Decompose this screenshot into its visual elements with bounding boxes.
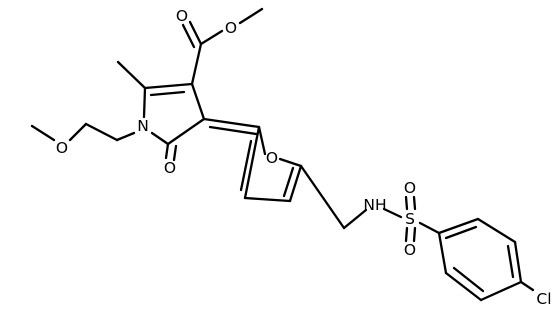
bond-furan-c4-c3	[243, 196, 292, 203]
atom-o-methoxy: O	[56, 139, 68, 157]
bond-exocyclic-double-a	[202, 117, 261, 129]
bond-o-methoxy-ch3	[30, 124, 56, 142]
bond-aryl-c-cl	[519, 280, 535, 292]
bond-s-o-top-b	[412, 195, 417, 211]
atom-o-ester-carbonyl: O	[176, 7, 188, 25]
atom-n-sulfonamide: NH	[363, 196, 386, 214]
bond-c5-o-double-b	[172, 144, 178, 162]
bond-ring-n-c5	[150, 131, 170, 146]
bond-aryl-5-6	[476, 217, 517, 244]
atom-o-ester-ether: O	[225, 19, 237, 37]
bond-nh-s	[382, 207, 403, 219]
bond-methyl-ester-o	[238, 7, 264, 25]
bond-aryl-1-2	[437, 231, 448, 275]
atom-o-sulfonyl-bottom: O	[404, 241, 416, 259]
bond-furan-c5-c4-double-b	[282, 166, 295, 198]
atom-o-furan: O	[266, 149, 278, 167]
bond-furan-o-c5	[278, 157, 303, 168]
atom-labels: O O N O O O NH S O O Cl	[56, 7, 552, 308]
bond-aryl-6-1-double-a	[437, 217, 480, 235]
bond-ring-c3-c4	[190, 82, 206, 121]
bond-s-aryl	[418, 221, 441, 235]
bond-aryl-4-5-double-b	[506, 244, 515, 279]
bond-ester-c-ring-c	[190, 42, 203, 86]
bond-exocyclic-double-b	[208, 125, 258, 136]
bonds	[30, 7, 535, 302]
bond-aryl-3-4	[479, 280, 523, 302]
bond-n-ch2	[115, 131, 136, 142]
bond-ch2-ch2	[84, 122, 119, 142]
atom-n-pyrrole: N	[137, 117, 149, 135]
bond-furan-c3-c2-double-a	[243, 125, 261, 200]
atom-cl-chloro: Cl	[536, 290, 551, 308]
bond-ester-c-o-double-a	[188, 20, 203, 46]
bond-furan-c3-c2-double-b	[239, 139, 253, 192]
bond-aryl-2-3-double-a	[444, 271, 483, 302]
bond-s-o-bottom-a	[404, 226, 409, 243]
bond-ring-c5-c4	[166, 117, 206, 146]
bond-ring-c3-c2-double-b	[149, 90, 186, 97]
bond-ester-o-carbonyl-c	[199, 29, 224, 46]
bond-ester-c-o-double-b	[181, 23, 196, 49]
bond-ch2-o-methoxy	[68, 122, 88, 142]
bond-aryl-4-5-double-a	[513, 240, 523, 284]
bond-ring-c3-c2-double-a	[143, 82, 194, 90]
bond-furan-c5-ch2	[299, 164, 346, 230]
bond-s-o-top-a	[404, 195, 409, 211]
bond-ring-c2-methyl	[116, 60, 147, 90]
bond-c5-o-double-a	[164, 142, 170, 160]
atom-o-lactam: O	[164, 159, 176, 177]
bond-aryl-6-1-double-b	[444, 225, 478, 240]
bond-ring-c2-n	[142, 86, 147, 119]
bond-furan-c5-c4-double-a	[288, 164, 303, 203]
atom-s-sulfonyl: S	[405, 210, 415, 228]
bond-ch2-nh	[342, 208, 368, 230]
bond-furan-c2-o	[257, 125, 267, 156]
bond-s-o-bottom-b	[412, 226, 417, 243]
bond-aryl-2-3-double-b	[452, 266, 485, 293]
atom-o-sulfonyl-top: O	[404, 179, 416, 197]
